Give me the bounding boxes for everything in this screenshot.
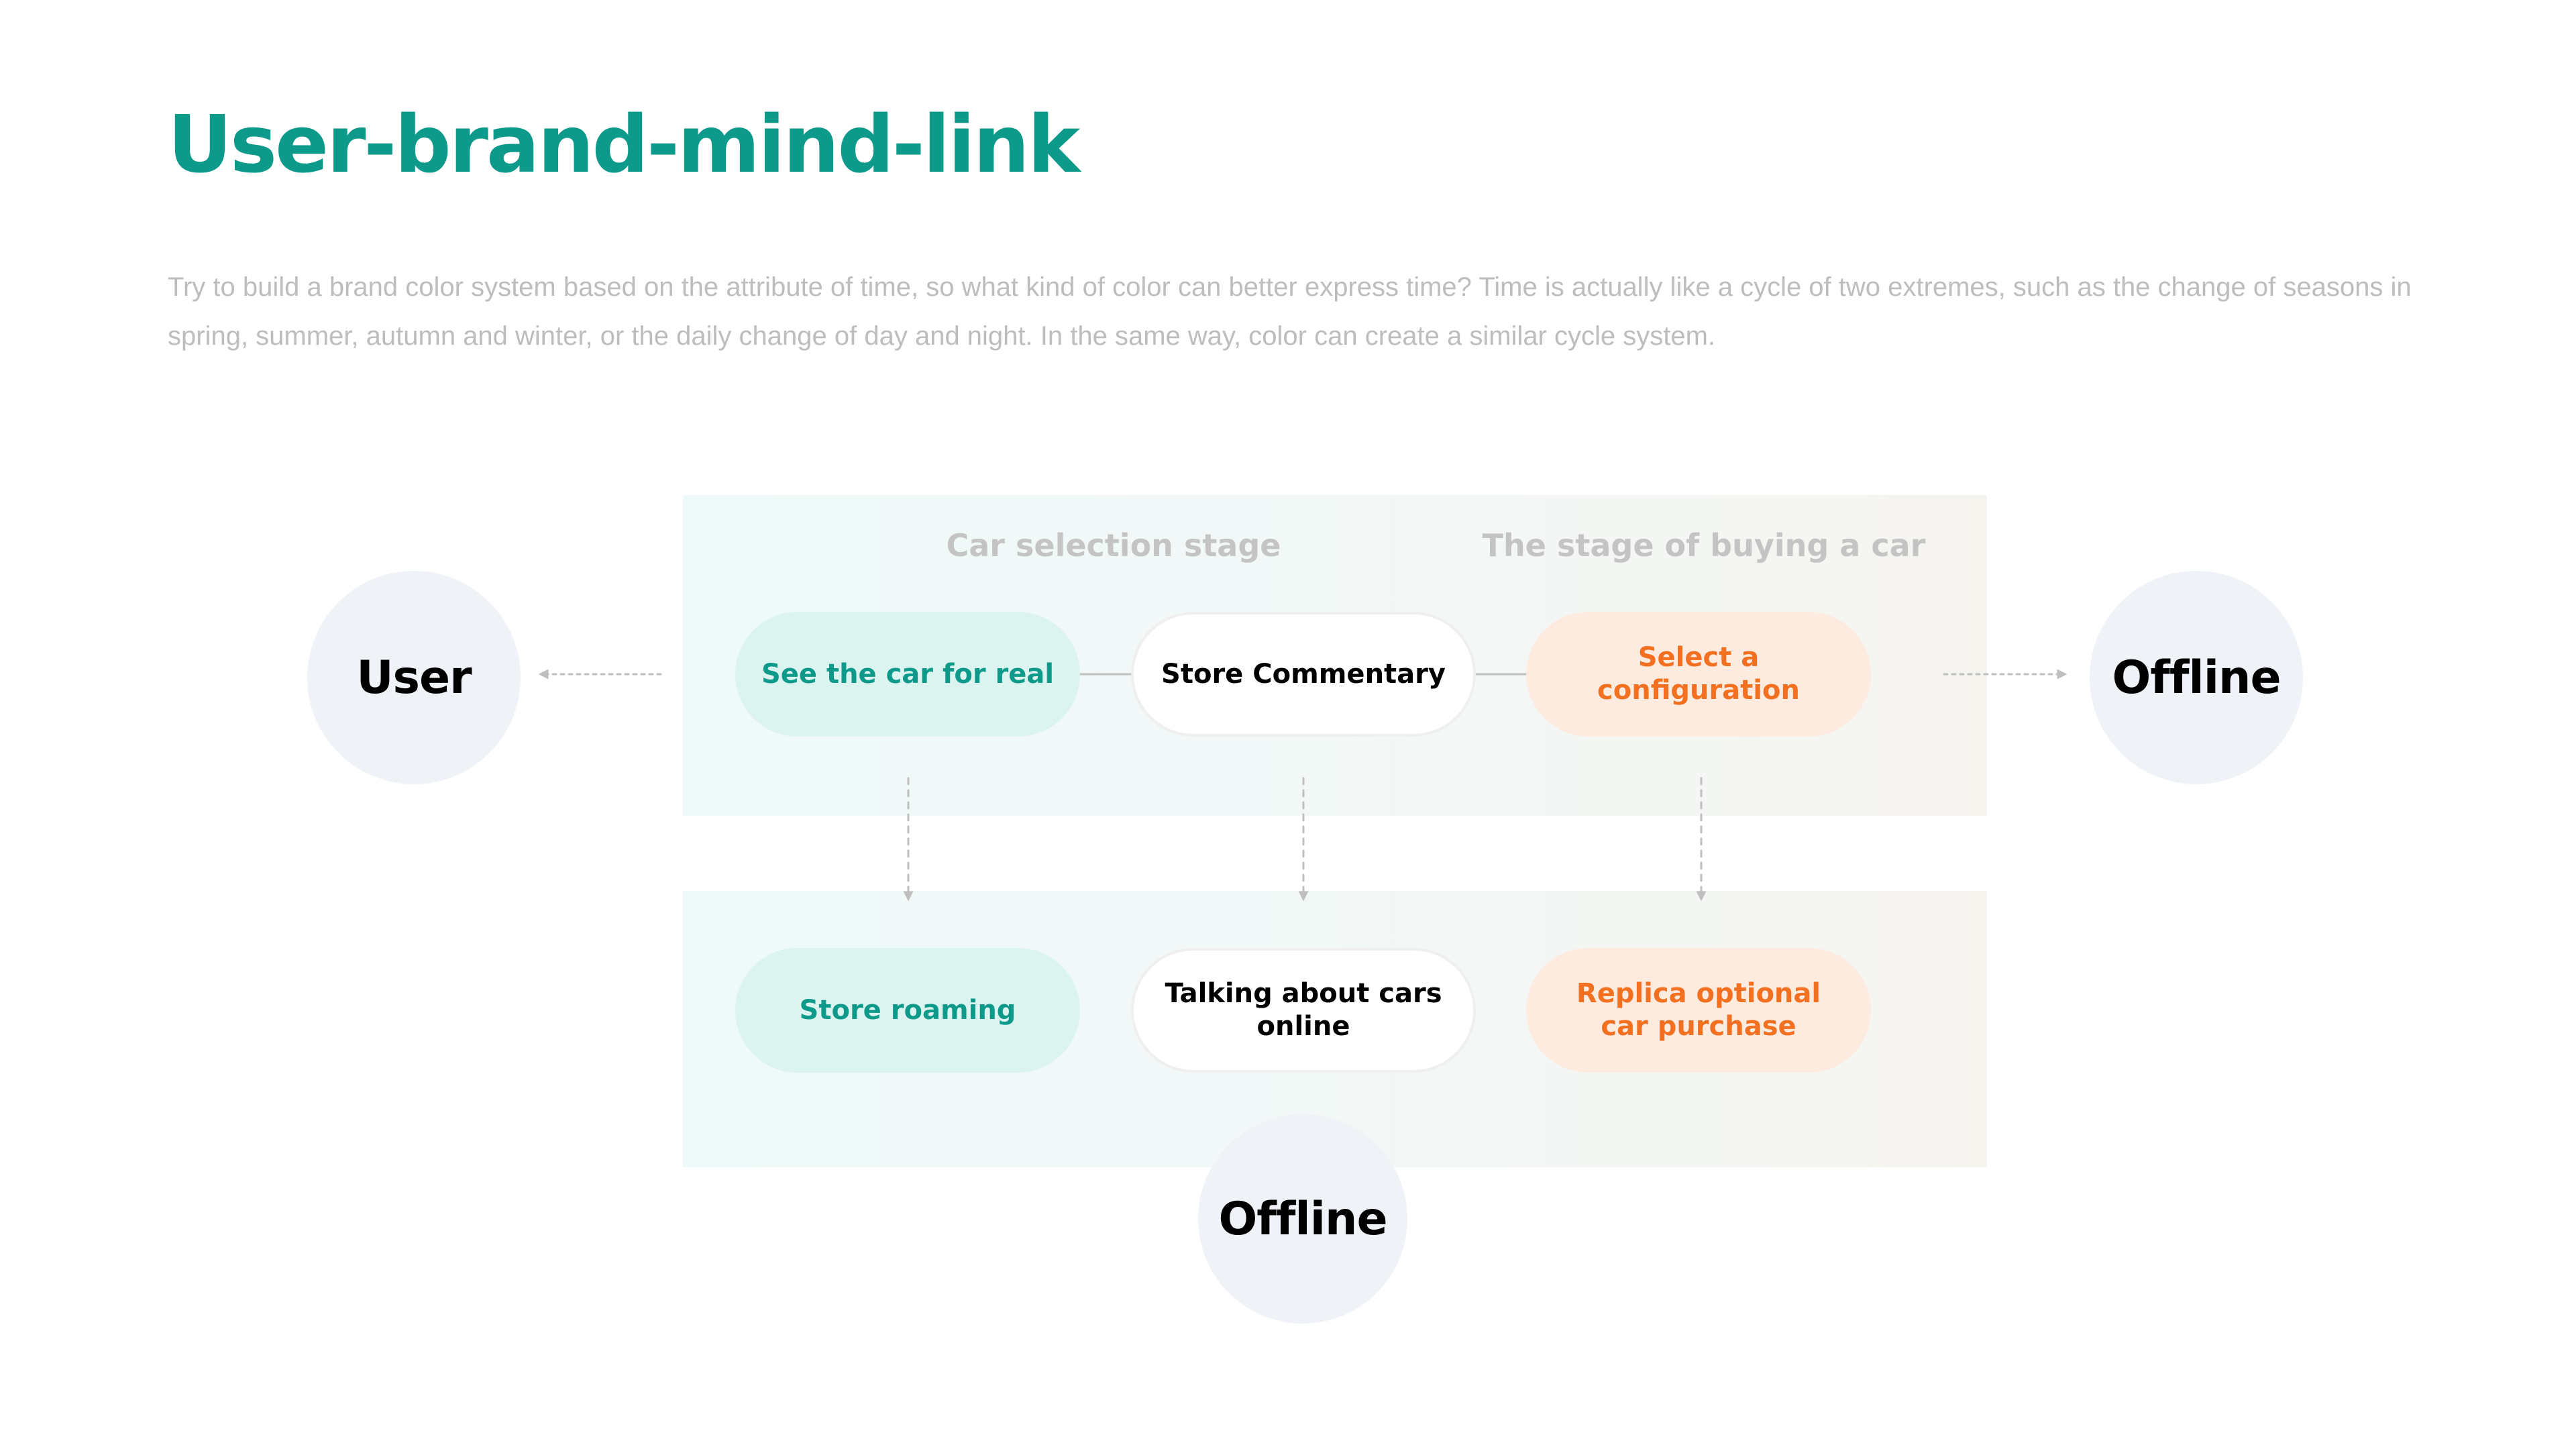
store-roaming-label: Store roaming <box>799 994 1016 1026</box>
user-node: User <box>307 571 521 784</box>
stage-label-buying-car: The stage of buying a car <box>1482 527 1926 564</box>
select-configuration-pill: Select a configuration <box>1526 612 1871 737</box>
see-car-label: See the car for real <box>761 658 1055 690</box>
replica-car-purchase-label: Replica optional car purchase <box>1576 978 1821 1042</box>
store-commentary-label: Store Commentary <box>1161 658 1446 690</box>
store-roaming-pill: Store roaming <box>735 948 1080 1073</box>
replica-car-purchase-pill: Replica optional car purchase <box>1526 948 1871 1073</box>
stage-label-car-selection: Car selection stage <box>946 527 1281 564</box>
intro-paragraph: Try to build a brand color system based … <box>168 272 2412 351</box>
store-commentary-pill: Store Commentary <box>1131 612 1476 737</box>
offline-right-node-label: Offline <box>2112 651 2281 704</box>
page-title: User-brand-mind-link <box>168 98 1080 191</box>
select-configuration-label: Select a configuration <box>1597 642 1800 706</box>
see-car-pill: See the car for real <box>735 612 1080 737</box>
offline-bottom-node-label: Offline <box>1218 1192 1387 1246</box>
offline-right-node: Offline <box>2090 571 2303 784</box>
talking-cars-online-pill: Talking about cars online <box>1131 948 1476 1073</box>
offline-bottom-node: Offline <box>1198 1114 1407 1324</box>
talking-cars-online-label: Talking about cars online <box>1165 978 1442 1042</box>
user-node-label: User <box>356 651 472 704</box>
